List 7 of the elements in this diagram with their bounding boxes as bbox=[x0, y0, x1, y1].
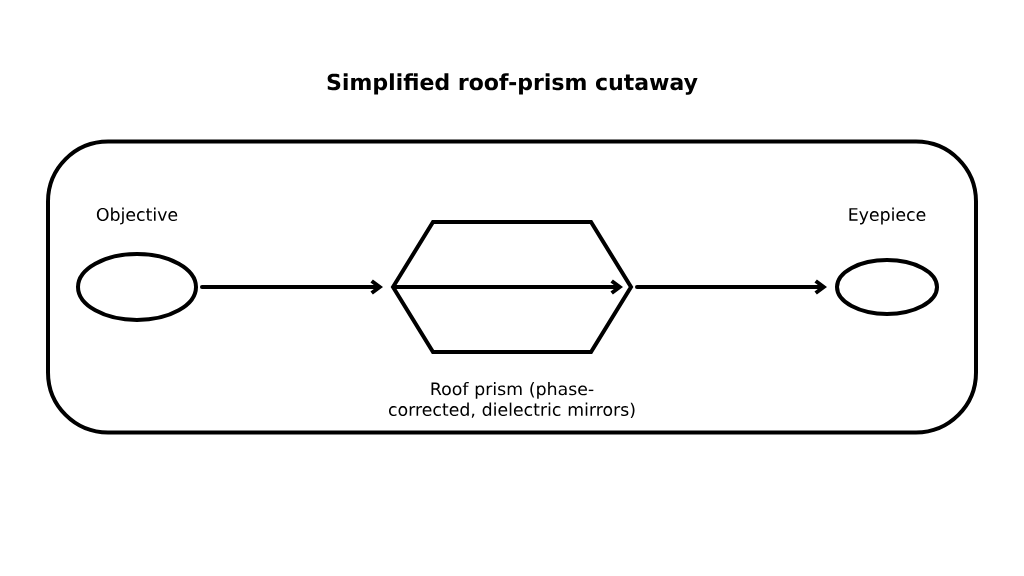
lens-label: Objective bbox=[96, 207, 178, 225]
title: Simplified roof-prism cutaway bbox=[327, 73, 698, 95]
arrow bbox=[635, 279, 827, 295]
housing-outline bbox=[46, 139, 978, 435]
lens-label: Eyepiece bbox=[849, 207, 926, 225]
arrow bbox=[200, 279, 383, 295]
prism-caption: Roof prism (phase-corrected, dielectric mirrors) bbox=[389, 381, 635, 419]
